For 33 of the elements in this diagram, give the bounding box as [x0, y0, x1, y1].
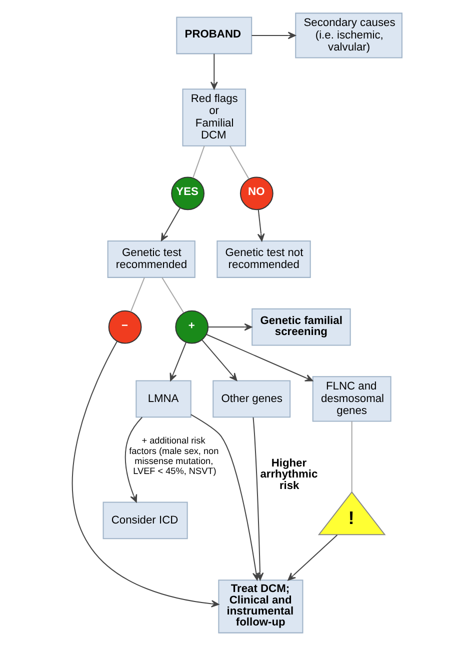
- connector: [351, 420, 352, 492]
- arrow: [206, 333, 314, 381]
- node-label: Higher arrhythmic risk: [260, 457, 318, 492]
- node-box: Genetic familial screening: [252, 308, 351, 346]
- arrow: [170, 342, 187, 381]
- node-box: Genetic test not recommended: [216, 240, 311, 278]
- node-circle: +: [175, 310, 209, 344]
- node-circle: YES: [171, 176, 205, 210]
- arrow: [252, 31, 296, 39]
- arrow: [257, 208, 265, 241]
- node-box: Genetic test recommended: [107, 240, 196, 278]
- node-box: Other genes: [212, 380, 291, 418]
- node-box: PROBAND: [176, 16, 252, 54]
- node-circle: NO: [240, 176, 274, 210]
- arrow: [210, 53, 218, 90]
- connector: [130, 276, 145, 312]
- node-circle: −: [108, 310, 142, 344]
- arrow: [72, 340, 220, 607]
- node-box: Secondary causes (i.e. ischemic, valvular): [295, 12, 402, 58]
- node-box: LMNA: [136, 380, 192, 418]
- edge-label: + additional risk factors (male sex, non missense mutation, LVEF < 45%, NSVT): [129, 435, 219, 476]
- arrow: [208, 322, 252, 330]
- node-box: Treat DCM; Clinical and instrumental follow-up: [218, 579, 304, 633]
- connector: [162, 276, 184, 312]
- arrow: [124, 416, 143, 502]
- node-box: Consider ICD: [102, 501, 188, 539]
- node-box: FLNC and desmosomal genes: [312, 376, 392, 422]
- arrow: [202, 339, 238, 380]
- connector: [192, 145, 205, 178]
- connector: [230, 145, 250, 178]
- arrow: [288, 534, 338, 580]
- arrow: [160, 207, 181, 241]
- node-box: Red flags or Familial DCM: [182, 88, 246, 146]
